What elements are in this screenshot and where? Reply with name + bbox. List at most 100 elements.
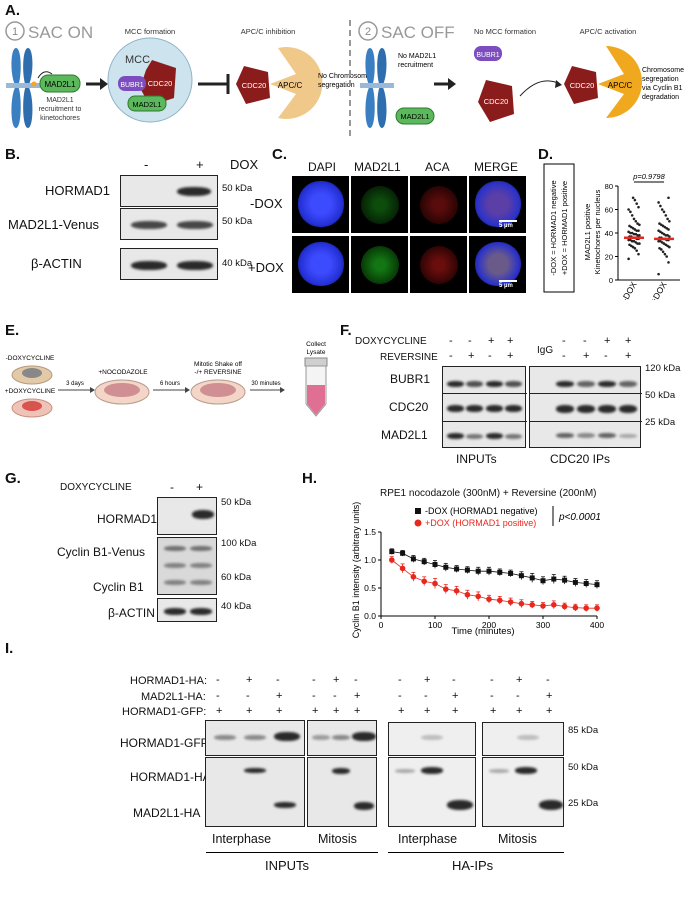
d-pvalue: p=0.9798: [632, 172, 665, 181]
e-step3: 30 minutes: [251, 381, 280, 387]
mcc-formation-label: MCC formation: [125, 27, 175, 36]
d-legend-box: [543, 163, 575, 293]
seg-line1: Chromosome: [642, 67, 684, 74]
i-interphase-ips: Interphase: [398, 832, 458, 846]
recruit-line2: recruitment to: [39, 106, 82, 113]
mad2l1-off-label: MAD2L1: [400, 112, 429, 121]
sac-on-title: SAC ON: [28, 23, 93, 42]
g-row-hormad1: HORMAD1: [97, 512, 158, 526]
g-marker-1: 50 kDa: [221, 497, 252, 508]
d-ytick-label-4: 80: [605, 182, 613, 191]
g-marker-4: 40 kDa: [221, 601, 252, 612]
i-sign-r2-2-1: -: [424, 690, 428, 702]
c-img-aca-minus: [410, 176, 467, 233]
i-inputs-underline: [206, 852, 378, 853]
h-point-neg: [454, 566, 460, 572]
i-sign-r3-1-1: +: [333, 705, 340, 717]
i-row-label-mad2l1ha: MAD2L1-HA:: [141, 691, 206, 703]
f-ips-label: CDC20 IPs: [550, 452, 611, 466]
c-img-mad2l1-plus: [351, 236, 408, 293]
i-blot-gfp-ip-inter: [388, 722, 476, 756]
d-point: [634, 232, 638, 236]
h-point-neg: [464, 567, 470, 573]
i-blot-ha-ip-inter: [388, 757, 476, 827]
i-sign-r3-0-2: +: [276, 705, 283, 717]
h-legend-neg-marker: [415, 508, 421, 514]
d-legend-line2: +DOX = HORMAD1 positive: [560, 181, 569, 275]
h-point-neg: [518, 573, 524, 579]
d-point: [628, 243, 631, 247]
i-sign-r2-1-2: +: [354, 690, 361, 702]
g-marker-3: 60 kDa: [221, 572, 252, 583]
b-marker-2: 50 kDa: [222, 216, 253, 227]
d-point: [630, 231, 634, 235]
h-ytick-label-1: 0.5: [364, 583, 376, 593]
e-collect-line2: Lysate: [307, 349, 326, 356]
h-point-pos: [497, 597, 503, 604]
apcc-inhibition-label: APC/C inhibition: [241, 27, 296, 36]
d-point: [657, 239, 660, 243]
no-seg-line1: No Chromosomal: [318, 73, 373, 80]
c-img-merge-plus: 5 µm: [469, 236, 526, 293]
c-scale-2: 5 µm: [499, 283, 513, 289]
i-interphase-inputs: Interphase: [212, 832, 272, 846]
b-lane-plus: +: [196, 157, 204, 172]
step-2-number: 2: [365, 26, 371, 38]
i-sign-r1-2-1: +: [424, 674, 431, 686]
d-point: [664, 214, 668, 217]
e-step2: 6 hours: [160, 381, 180, 387]
i-blot-gfp-ip-mit: [482, 722, 564, 756]
i-sign-r1-0-1: +: [246, 674, 253, 686]
f-rev-sign-input-3: +: [507, 350, 514, 362]
b-marker-3: 40 kDa: [222, 258, 253, 269]
h-point-pos: [464, 591, 471, 598]
d-point: [667, 196, 670, 200]
panel-g-label: G.: [5, 470, 21, 487]
e-plus-dox-label: +DOXYCYCLINE: [5, 388, 56, 395]
d-point: [627, 208, 630, 211]
i-sign-r3-2-0: +: [398, 705, 405, 717]
d-point: [636, 222, 639, 225]
h-point-neg: [475, 568, 481, 574]
i-sign-r1-0-2: -: [276, 674, 280, 686]
d-legend-line1: -DOX = HORMAD1 negative: [549, 180, 558, 275]
panel-d-chart: -DOX = HORMAD1 negative +DOX = HORMAD1 p…: [543, 163, 680, 300]
mcc-label: MCC: [125, 54, 150, 66]
d-point: [659, 204, 662, 208]
cdc20-active-shape: [564, 66, 598, 104]
b-row-mad2l1: MAD2L1-Venus: [8, 217, 100, 232]
c-img-mad2l1-minus: [351, 176, 408, 233]
bubr1-pill: [118, 76, 146, 91]
i-row-hormad1gfp: HORMAD1-GFP: [120, 736, 209, 750]
f-row-bubr1: BUBR1: [390, 372, 431, 386]
h-point-pos: [572, 604, 579, 611]
f-rev-label: REVERSINE: [380, 352, 438, 363]
f-rev-sign-input-0: -: [449, 350, 453, 362]
i-sign-r2-2-2: +: [452, 690, 459, 702]
panel-f-label: F.: [340, 322, 352, 339]
cdc20-label-3: CDC20: [484, 97, 509, 106]
f-igg-label: IgG: [537, 345, 554, 356]
i-sign-r3-0-0: +: [216, 705, 223, 717]
i-sign-r2-3-0: -: [490, 690, 494, 702]
i-sign-r3-2-1: +: [424, 705, 431, 717]
d-point: [632, 217, 636, 221]
h-point-neg: [389, 549, 395, 555]
f-rev-sign-ip-2: -: [604, 350, 608, 362]
f-blot-ips: [529, 366, 642, 448]
i-marker-2: 50 kDa: [568, 762, 599, 773]
i-sign-r1-2-2: -: [452, 674, 456, 686]
cdc20-label-1: CDC20: [148, 79, 173, 88]
cdc20-label-2: CDC20: [242, 81, 267, 90]
b-marker-1: 50 kDa: [222, 183, 253, 194]
h-ytick-label-3: 1.5: [364, 527, 376, 537]
g-blot-actin: [157, 598, 217, 622]
f-inputs-label: INPUTs: [456, 452, 497, 466]
mad2l1-mcc-pill: [127, 95, 167, 112]
f-marker-3: 25 kDa: [645, 417, 676, 428]
c-img-merge-minus: 5 µm: [469, 176, 526, 233]
i-sign-r2-1-1: -: [333, 690, 337, 702]
panel-e-label: E.: [5, 322, 20, 339]
mad2l1-on-label: MAD2L1: [44, 80, 76, 89]
d-point: [666, 234, 669, 237]
